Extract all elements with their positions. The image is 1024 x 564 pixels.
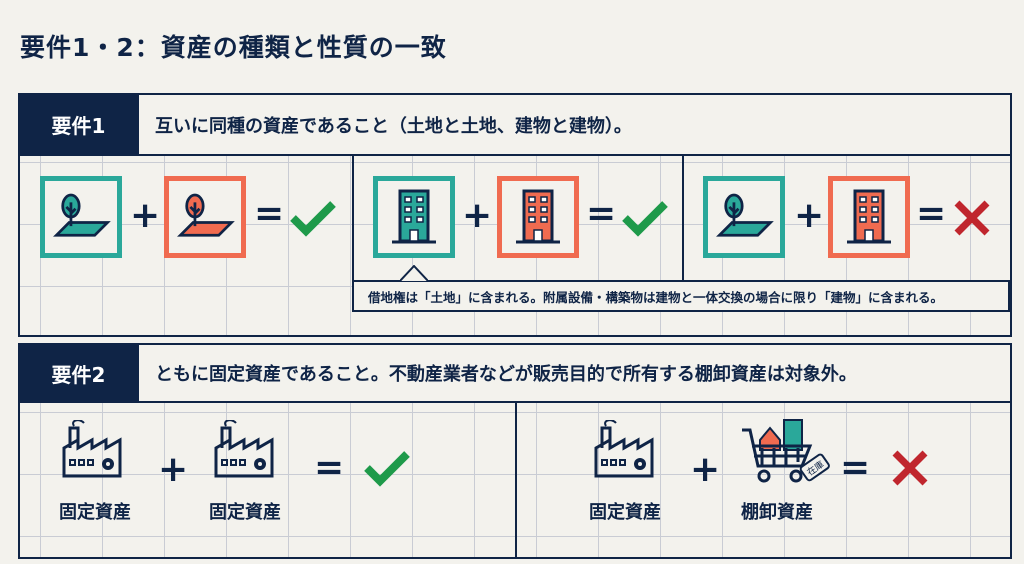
building-icon: [839, 187, 899, 247]
land-icon: [49, 189, 113, 245]
check-icon: [362, 448, 412, 488]
factory-icon: [60, 420, 130, 480]
land-icon-tile: [164, 176, 246, 258]
building-icon: [508, 187, 568, 247]
building-icon-tile: [828, 176, 910, 258]
plus-sign: +: [130, 195, 161, 236]
requirement-2-text: ともに固定資産であること。不動産業者などが販売目的で所有する棚卸資産は対象外。: [155, 364, 857, 385]
page-title: 要件1・2：資産の種類と性質の一致: [20, 33, 447, 62]
note-callout: 借地権は「土地」に含まれる。附属設備・構築物は建物と一体交換の場合に限り「建物」…: [352, 280, 1010, 312]
land-icon-tile: [703, 176, 785, 258]
equals-sign: =: [314, 447, 345, 488]
check-icon: [620, 198, 670, 238]
plus-sign: +: [690, 449, 721, 490]
fixed-asset-caption: 固定資産: [589, 502, 661, 523]
equals-sign: =: [586, 193, 617, 234]
requirement-2-panel: 要件2 ともに固定資産であること。不動産業者などが販売目的で所有する棚卸資産は対…: [18, 343, 1012, 559]
fixed-asset-caption: 固定資産: [209, 502, 281, 523]
factory-icon: [212, 420, 282, 480]
building-icon: [384, 187, 444, 247]
land-icon-tile: [40, 176, 122, 258]
requirement-2-label: 要件2: [20, 345, 139, 401]
fixed-asset-caption: 固定資産: [59, 502, 131, 523]
building-icon-tile: [497, 176, 579, 258]
requirement-2-header: 要件2 ともに固定資産であること。不動産業者などが販売目的で所有する棚卸資産は対…: [20, 345, 1010, 403]
land-icon: [173, 189, 237, 245]
requirement-1-label: 要件1: [20, 95, 139, 154]
check-icon: [288, 198, 338, 238]
callout-pointer: [400, 265, 428, 282]
equals-sign: =: [254, 193, 285, 234]
cross-icon: [952, 198, 992, 238]
equals-sign: =: [916, 193, 947, 234]
equals-sign: =: [840, 447, 871, 488]
factory-icon: [592, 420, 662, 480]
inventory-cart-icon: 在庫: [742, 419, 830, 483]
plus-sign: +: [158, 449, 189, 490]
land-icon: [712, 189, 776, 245]
requirement-1-text: 互いに同種の資産であること（土地と土地、建物と建物）。: [155, 115, 632, 137]
plus-sign: +: [462, 195, 493, 236]
cross-icon: [890, 448, 930, 488]
plus-sign: +: [794, 195, 825, 236]
building-icon-tile: [373, 176, 455, 258]
inventory-asset-caption: 棚卸資産: [741, 502, 813, 523]
requirement-1-header: 要件1 互いに同種の資産であること（土地と土地、建物と建物）。: [20, 95, 1010, 156]
